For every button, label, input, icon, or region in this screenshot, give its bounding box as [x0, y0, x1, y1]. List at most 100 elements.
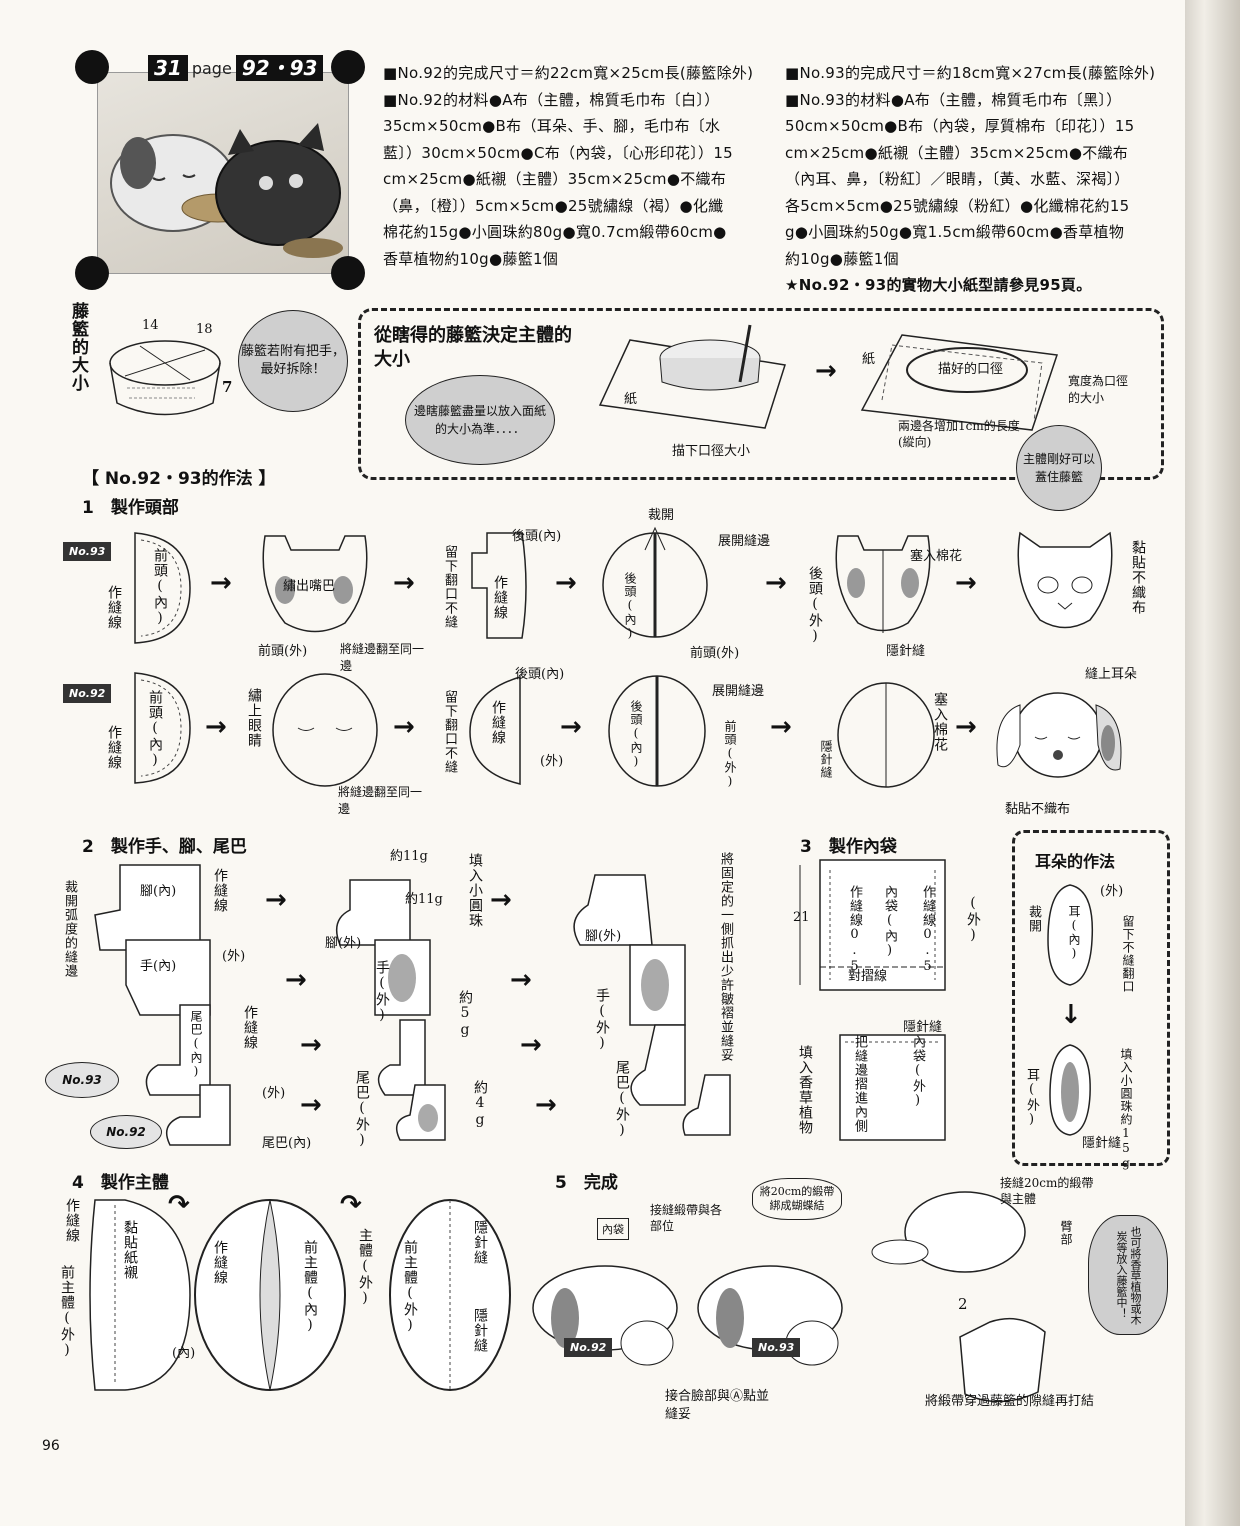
body-sewn	[194, 1199, 346, 1391]
label-dim-21: 21	[793, 910, 810, 925]
corner-dot	[75, 256, 109, 290]
badge-pages: 92・93	[235, 55, 324, 81]
label-hand-out: 手(外)	[374, 960, 390, 1024]
paper-label-2: 紙	[862, 352, 876, 367]
label-embroider-mouth: 繡出嘴巴	[283, 579, 336, 594]
ear-method-title: 耳朵的作法	[1035, 852, 1116, 871]
label-front-out-92: 前頭(外)	[723, 720, 737, 789]
right-arrow-icon: →	[285, 965, 307, 995]
label-blind-stitch-s3: 隱針縫	[903, 1020, 943, 1035]
label-sew-line: 作縫線	[106, 585, 122, 630]
right-arrow-icon: →	[393, 712, 415, 742]
finished-dog-plush	[532, 1265, 678, 1366]
spec93-line: g●小圓珠約50g●寬1.5cm緞帶60cm●香草植物	[785, 223, 1125, 241]
corner-dot	[75, 50, 109, 84]
spec92-line: 香草植物約10g●藤籃1個	[383, 249, 559, 268]
label-sew-line-92: 作縫線	[106, 725, 122, 770]
limbs-filled	[335, 879, 446, 1141]
label-tie-bow: 將20cm的緞帶綁成蝴蝶結	[752, 1178, 842, 1220]
label-ear-blind-stitch: 隱針縫	[1082, 1136, 1122, 1151]
label-leave-open-92: 留下翻口不縫	[442, 690, 457, 774]
label-front-in: 前頭(內)	[152, 548, 168, 627]
spec92-line: 35cm×50cm●B布（耳朵、手、腳，毛巾布〔水	[383, 117, 721, 135]
label-out-s2b: (外)	[262, 1086, 286, 1101]
step3-title: 3 製作內袋	[800, 837, 897, 857]
label-back-in: 後頭(內)	[512, 529, 562, 544]
tag-oval-no92: No.92	[90, 1115, 162, 1149]
paper-label: 紙	[624, 392, 638, 407]
label-sew-20: 接縫20cm的緞帶與主體	[1000, 1176, 1094, 1206]
label-stuff: 塞入棉花	[910, 549, 963, 564]
label-hand-in: 手(內)	[140, 959, 177, 974]
right-arrow-icon: →	[520, 1030, 542, 1060]
ear-turned	[1049, 1044, 1091, 1136]
right-arrow-icon: →	[770, 712, 792, 742]
basket-dim-18: 18	[196, 322, 213, 337]
project-photo-frame	[75, 50, 365, 290]
back-head-93-pattern	[471, 532, 527, 639]
label-gather: 將固定的一側抓出少許皺褶並縫妥	[718, 852, 733, 1062]
dog-face-finished	[996, 692, 1122, 778]
right-arrow-icon: →	[393, 568, 415, 598]
label-sew-line-a: 作縫線0.5	[847, 885, 862, 975]
label-fill-herbs: 填入香草植物	[797, 1045, 813, 1135]
label-tie-through: 將緞帶穿過藤籃的隙縫再打結	[925, 1394, 1095, 1409]
label-open-margin-92: 展開縫邊	[712, 684, 765, 699]
spec92-line: 藍〕）30cm×50cm●C布（內袋，〔心形印花〕）15	[383, 143, 734, 162]
right-arrow-icon: →	[955, 712, 977, 742]
spec93-line: （內耳、鼻，〔粉紅〕／眼睛，〔黃、水藍、深褐〕）	[785, 170, 1130, 188]
cat-face-finished	[1017, 531, 1113, 629]
right-arrow-icon: →	[490, 885, 512, 915]
down-arrow-icon: ↓	[1060, 1000, 1082, 1030]
tissue-size-bubble: 邊瞎藤籃盡量以放入面紙的大小為準．．．．	[405, 375, 555, 465]
step2-title: 2 製作手、腳、尾巴	[82, 837, 247, 857]
limbs-patterns	[94, 864, 231, 1146]
traced-rim-label: 描好的口徑	[938, 362, 1004, 377]
right-arrow-icon: →	[560, 712, 582, 742]
body-finished	[389, 1199, 511, 1391]
herbs-tip-bubble: 也可將香草植物或木炭等放入藤籃中！	[1088, 1215, 1168, 1335]
tag-no92-s5: No.92	[564, 1338, 613, 1357]
label-fold-margin-92: 將縫邊翻至同一邊	[338, 785, 423, 816]
right-arrow-icon: →	[535, 1090, 557, 1120]
label-sew-line-2: 作縫線	[492, 575, 508, 620]
label-sew-line-b: 作縫線0.5	[920, 885, 935, 975]
right-arrow-icon: ↷	[168, 1190, 190, 1220]
basket-size-box	[358, 308, 1164, 480]
right-arrow-icon: →	[210, 568, 232, 598]
inner-bag-finished	[839, 1034, 946, 1141]
right-arrow-icon: →	[815, 356, 837, 386]
label-blind-stitch-s4: 隱針縫	[472, 1220, 488, 1265]
label-ear-fill: 填入小圓珠約15g	[1119, 1048, 1133, 1171]
step1-title: 1 製作頭部	[82, 498, 179, 518]
label-open-margin: 展開縫邊	[718, 534, 771, 549]
add-length-label: 兩邊各增加1cm的長度(縱向)	[898, 419, 1020, 449]
label-front-out-2: 前頭(外)	[690, 646, 740, 661]
method-title: 【 No.92・93的作法 】	[82, 469, 276, 489]
label-g5: 約5g	[457, 990, 473, 1039]
limbs-gathered	[573, 874, 731, 1136]
label-stuff-92: 塞入棉花	[932, 692, 948, 752]
spec93-line: ■No.93的材料●A布（主體，棉質毛巾布〔黑〕）	[785, 90, 1122, 109]
label-fold-inside: 把縫邊摺進內側	[852, 1035, 867, 1133]
basket-dim-14: 14	[142, 318, 159, 333]
right-arrow-icon: →	[510, 965, 532, 995]
right-arrow-icon: →	[300, 1090, 322, 1120]
label-g11a: 約11g	[390, 849, 428, 864]
label-front-body-out: 前主體(外)	[59, 1265, 75, 1359]
front-body-pattern	[89, 1199, 191, 1391]
label-foot-out: 腳(外)	[325, 936, 362, 951]
label-arm: 臂部	[1059, 1220, 1073, 1246]
label-blind-stitch-92: 隱針縫	[819, 740, 833, 779]
spec93-line: 約10g●藤籃1個	[785, 249, 899, 268]
label-fill-beads: 填入小圓珠	[467, 853, 483, 928]
head-93-embroider	[262, 535, 368, 633]
label-back-head-92: 後頭(內)	[629, 700, 643, 769]
label-inner-bag-out: 內袋(外)	[910, 1035, 925, 1109]
badge-number: 31	[148, 55, 188, 81]
label-sew-line-s4: 作縫線	[64, 1198, 80, 1243]
tag-no93: No.93	[63, 542, 112, 561]
ear-pattern	[1047, 884, 1094, 986]
right-arrow-icon: →	[955, 568, 977, 598]
label-tail-in: 尾巴(內)	[189, 1010, 203, 1079]
